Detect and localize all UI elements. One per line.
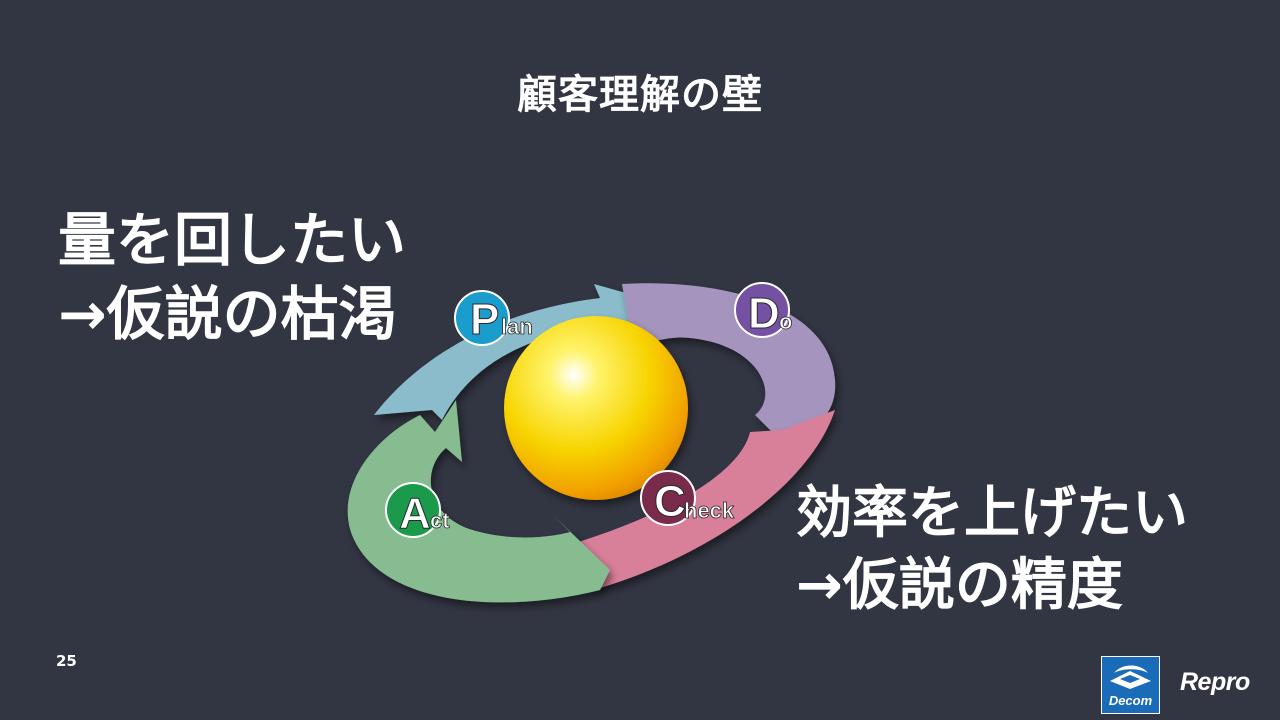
decom-logo-text: Decom <box>1108 693 1153 708</box>
left-text-block: 量を回したい →仮説の枯渇 <box>58 203 406 351</box>
plan-initial: P <box>470 295 499 344</box>
do-rest: o <box>779 309 792 334</box>
check-initial: C <box>654 477 686 526</box>
pdca-cycle-diagram: P lan D o C heck A ct <box>347 282 836 603</box>
left-text-line-1: 量を回したい <box>58 206 407 274</box>
plan-badge: P lan <box>454 290 533 346</box>
act-arrow <box>347 400 610 603</box>
right-text-block: 効率を上げたい →仮説の精度 <box>796 478 1188 622</box>
plan-badge-circle <box>454 290 510 346</box>
do-initial: D <box>748 289 780 338</box>
do-badge-circle <box>734 282 790 338</box>
act-badge-circle <box>385 482 441 538</box>
act-badge: A ct <box>385 482 451 539</box>
act-rest: ct <box>430 508 450 533</box>
check-badge-circle <box>640 470 696 526</box>
right-text-line-1: 効率を上げたい <box>796 481 1188 546</box>
repro-logo: Repro <box>1180 668 1250 696</box>
plan-rest: lan <box>501 314 533 339</box>
slide-title: 顧客理解の壁 <box>517 72 763 118</box>
act-initial: A <box>399 489 431 538</box>
check-rest: heck <box>684 498 735 523</box>
page-number: 25 <box>56 652 77 670</box>
do-badge: D o <box>734 282 793 339</box>
decom-logo: Decom <box>1101 656 1160 714</box>
right-text-line-2: →仮説の精度 <box>796 553 1123 618</box>
center-sphere <box>504 316 688 500</box>
check-badge: C heck <box>640 470 735 527</box>
left-text-line-2: →仮説の枯渇 <box>58 280 397 348</box>
decom-logo-mark <box>1110 665 1151 689</box>
